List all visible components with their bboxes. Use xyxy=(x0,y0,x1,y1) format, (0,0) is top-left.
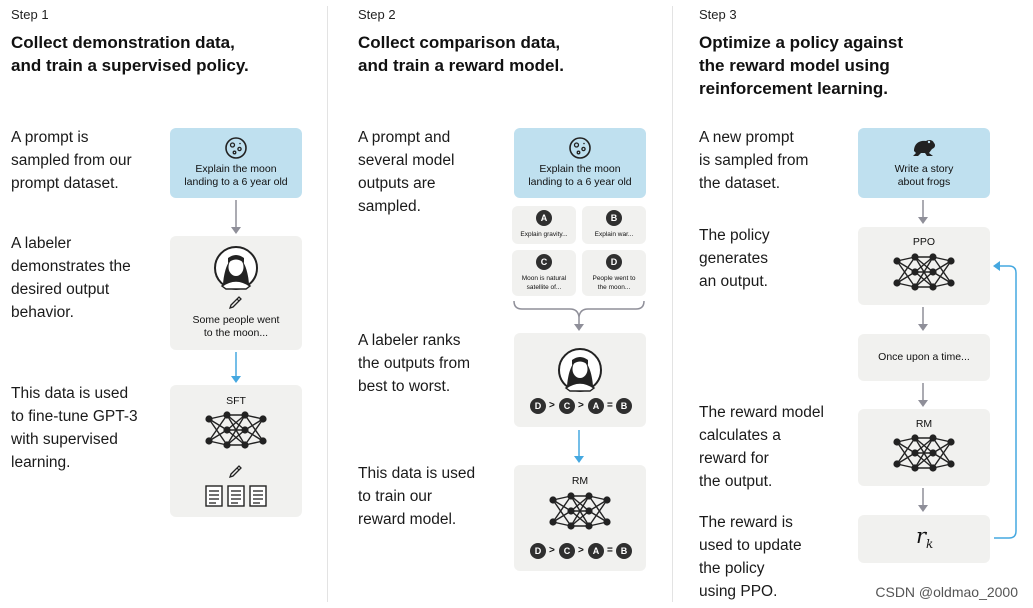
output-c-badge: C xyxy=(536,254,552,270)
rank-item: A xyxy=(588,543,604,559)
step1-sft-box: SFT xyxy=(170,385,302,517)
sft-label: SFT xyxy=(226,395,246,407)
output-a-badge: A xyxy=(536,210,552,226)
output-b-badge: B xyxy=(606,210,622,226)
step3-rm-label: RM xyxy=(915,418,933,430)
rank-operator: = xyxy=(607,545,613,556)
step3-ppo-box: PPO xyxy=(858,227,990,305)
divider-step2-step3 xyxy=(672,6,673,602)
ppo-label: PPO xyxy=(912,236,936,248)
rank-item: B xyxy=(616,543,632,559)
rank-operator: > xyxy=(578,400,584,411)
step3-output-box: Once upon a time... xyxy=(858,334,990,381)
step2-rm-box: RM D > C > A = B xyxy=(514,465,646,571)
step1-label: Step 1 xyxy=(11,7,49,22)
output-a-text: Explain gravity... xyxy=(520,231,568,238)
step3-title: Optimize a policy against the reward mod… xyxy=(699,33,904,98)
rank-item: B xyxy=(616,398,632,414)
step2-label: Step 2 xyxy=(358,7,396,22)
watermark: CSDN @oldmao_2000 xyxy=(875,584,1018,600)
rank-operator: > xyxy=(578,545,584,556)
step2-title: Collect comparison data, and train a rew… xyxy=(358,33,564,75)
rank-item: D xyxy=(530,398,546,414)
divider-step1-step2 xyxy=(327,6,328,602)
neural-network-icon xyxy=(892,252,956,292)
reward-symbol-r: r xyxy=(916,524,927,548)
reward-symbol: rk xyxy=(916,524,933,551)
output-d-badge: D xyxy=(606,254,622,270)
neural-network-icon xyxy=(892,433,956,473)
rank-operator: > xyxy=(549,400,555,411)
rank-item: C xyxy=(559,543,575,559)
rank-item: A xyxy=(588,398,604,414)
rm-label: RM xyxy=(571,475,589,487)
output-box-a: A Explain gravity... xyxy=(512,206,576,244)
step3-label: Step 3 xyxy=(699,7,737,22)
step3-output-text: Once upon a time... xyxy=(878,351,970,363)
output-b-text: Explain war... xyxy=(594,231,634,238)
rank-item: C xyxy=(559,398,575,414)
step2-labeler-box: D > C > A = B xyxy=(514,333,646,427)
rank-item: D xyxy=(530,543,546,559)
rank-operator: > xyxy=(549,545,555,556)
step3-rm-box: RM xyxy=(858,409,990,486)
output-box-b: B Explain war... xyxy=(582,206,646,244)
reward-subscript: k xyxy=(926,537,934,552)
step1-title: Collect demonstration data, and train a … xyxy=(11,33,249,75)
rank-operator: = xyxy=(607,400,613,411)
step3-reward-box: rk xyxy=(858,515,990,563)
